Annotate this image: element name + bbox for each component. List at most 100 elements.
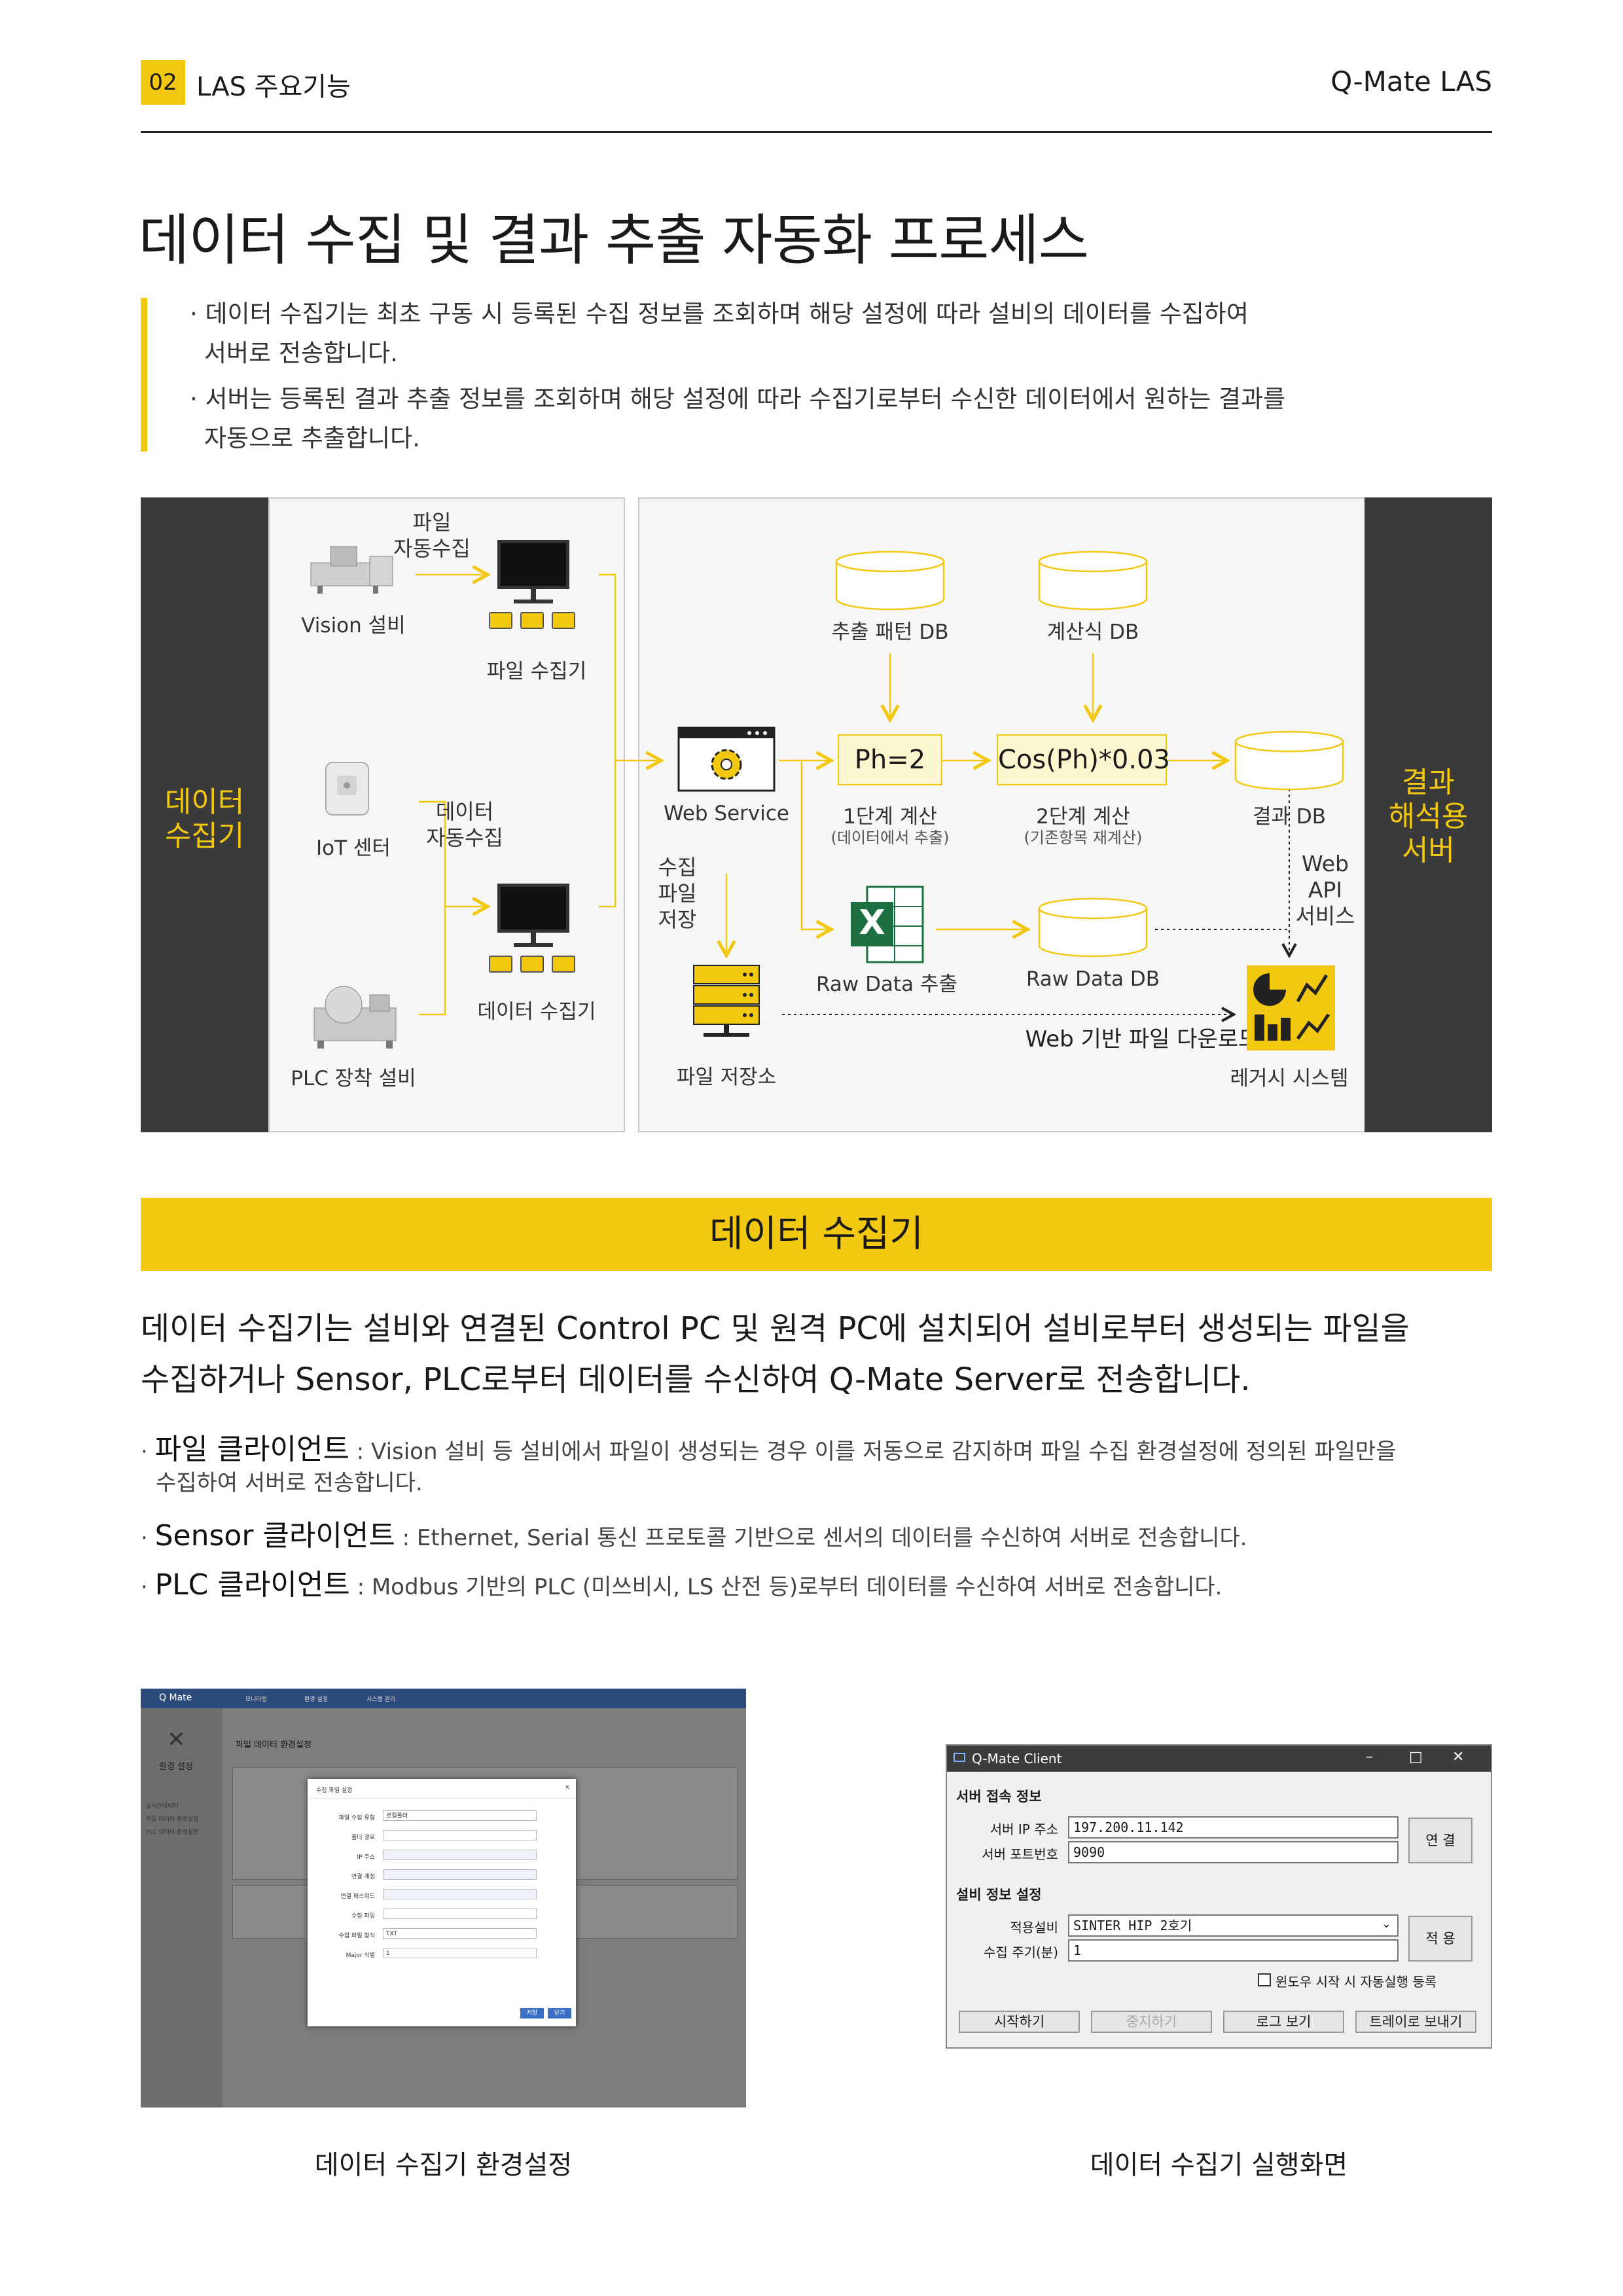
modal-field-label: 수집 파일 (351, 1913, 375, 1920)
group-equipment: 설비 정보 설정 (956, 1887, 1042, 1903)
group-server: 서버 접속 정보 (956, 1789, 1042, 1804)
maximize-icon[interactable]: □ (1409, 1749, 1423, 1765)
excel-icon (851, 886, 924, 963)
equipment-label: 적용설비 (1010, 1920, 1058, 1935)
intro-line: 서버로 전송합니다. (204, 339, 398, 367)
modal-field-input[interactable] (383, 1830, 537, 1840)
ip-input[interactable]: 197.200.11.142 (1068, 1816, 1399, 1839)
intro-line: · 데이터 수집기는 최초 구동 시 등록된 수집 정보를 조회하며 해당 설정… (190, 300, 1249, 328)
connect-button[interactable]: 연 결 (1408, 1818, 1472, 1863)
vision-label: Vision 설비 (301, 614, 406, 637)
view-log-button[interactable]: 로그 보기 (1223, 2011, 1344, 2033)
stop-button[interactable]: 중지하기 (1091, 2011, 1212, 2033)
page-title: 데이터 수집 및 결과 추출 자동화 프로세스 (139, 208, 1089, 272)
modal-field-input[interactable] (383, 1909, 537, 1919)
ip-label: 서버 IP 주소 (990, 1821, 1058, 1837)
iot-label: IoT 센터 (316, 836, 391, 860)
vision-equipment-image (310, 546, 393, 594)
bullet-plc-client: · PLC 클라이언트 : Modbus 기반의 PLC (미쓰비시, LS 산… (141, 1568, 1222, 1602)
start-button[interactable]: 시작하기 (959, 2011, 1080, 2033)
modal-field-select[interactable]: 로컬폴더 (383, 1810, 537, 1821)
formula-db-icon (1038, 550, 1148, 611)
bullet-continuation: 수집하여 서버로 전송합니다. (156, 1470, 423, 1496)
legacy-system-chart-icon (1247, 965, 1335, 1050)
bullet-sensor-client: · Sensor 클라이언트 : Ethernet, Serial 통신 프로토… (141, 1519, 1247, 1552)
file-storage-server-icon (693, 965, 760, 1037)
lead-line: 데이터 수집기는 설비와 연결된 Control PC 및 원격 PC에 설치되… (141, 1310, 1410, 1347)
nav-item[interactable]: 모니터링 (245, 1696, 268, 1703)
raw-db-icon (1038, 897, 1148, 958)
modal-field-input[interactable] (383, 1850, 537, 1860)
sidebar-item[interactable]: PLC 데이터 환경설정 (146, 1829, 199, 1836)
section-banner: 데이터 수집기 (141, 1198, 1492, 1271)
connector-lines (416, 497, 1492, 1132)
header-rule (141, 131, 1492, 133)
step2-label: 2단계 계산 (1036, 805, 1130, 829)
bullet-key: 파일 클라이언트 (154, 1433, 349, 1466)
modal-field-input[interactable] (383, 1889, 537, 1899)
step1-formula-box: Ph=2 (838, 734, 942, 785)
bullet-text: : Modbus 기반의 PLC (미쓰비시, LS 산전 등)로부터 데이터를… (349, 1574, 1222, 1600)
window-title: Q-Mate Client (972, 1751, 1062, 1767)
nav-item[interactable]: 시스템 관리 (366, 1696, 396, 1703)
folder-icon (520, 956, 544, 973)
plc-label: PLC 장착 설비 (291, 1067, 416, 1090)
cycle-input[interactable]: 1 (1068, 1939, 1399, 1962)
monitor-base (514, 600, 553, 603)
file-storage-label: 파일 저장소 (676, 1066, 777, 1089)
send-to-tray-button[interactable]: 트레이로 보내기 (1355, 2011, 1476, 2033)
modal-field-input[interactable] (383, 1869, 537, 1880)
autostart-checkbox[interactable] (1258, 1973, 1271, 1986)
page-heading: 파일 데이터 환경설정 (236, 1740, 312, 1750)
monitor-stand (531, 933, 536, 944)
app-icon (954, 1753, 965, 1762)
nav-item[interactable]: 환경 설정 (304, 1696, 328, 1703)
caption-config: 데이터 수집기 환경설정 (314, 2150, 573, 2180)
bullet-text: : Vision 설비 등 설비에서 파일이 생성되는 경우 이를 저동으로 감… (349, 1439, 1397, 1465)
legacy-label: 레거시 시스템 (1230, 1067, 1349, 1090)
equipment-select[interactable]: SINTER HIP 2호기 (1068, 1914, 1399, 1937)
lead-line: 수집하거나 Sensor, PLC로부터 데이터를 수신하여 Q-Mate Se… (141, 1361, 1251, 1398)
chevron-down-icon[interactable]: ⌄ (1382, 1917, 1392, 1931)
plc-equipment-image (313, 986, 397, 1049)
modal-close-button[interactable]: 닫기 (548, 2008, 571, 2018)
window-titlebar (947, 1746, 1491, 1772)
file-collector-label: 파일 수집기 (486, 660, 587, 683)
collector-client-window: Q-Mate Client – □ ✕ 서버 접속 정보 서버 IP 주소 19… (946, 1744, 1492, 2049)
modal-field-label: IP 주소 (357, 1854, 375, 1861)
close-icon[interactable]: ✕ (1452, 1749, 1465, 1765)
brand-name: Q-Mate LAS (1330, 65, 1492, 98)
apply-button[interactable]: 적 용 (1408, 1916, 1472, 1962)
pattern-db-label: 추출 패턴 DB (831, 620, 949, 644)
raw-db-label: Raw Data DB (1026, 967, 1160, 991)
modal-save-button[interactable]: 저장 (520, 2008, 544, 2018)
formula-db-label: 계산식 DB (1046, 620, 1139, 644)
port-input[interactable]: 9090 (1068, 1841, 1399, 1863)
folder-icon (489, 956, 512, 973)
bullet-text: : Ethernet, Serial 통신 프로토콜 기반으로 센서의 데이터를… (395, 1525, 1247, 1551)
modal-title: 수집 파일 설정 (316, 1787, 353, 1794)
modal-field-label: 연결 패스워드 (340, 1893, 375, 1900)
folder-icons (489, 612, 575, 629)
result-db-label: 결과 DB (1252, 805, 1327, 829)
minimize-icon[interactable]: – (1366, 1749, 1373, 1765)
server-panel (638, 497, 1366, 1132)
intro-accent-bar (141, 298, 147, 452)
bullet-file-client: · 파일 클라이언트 : Vision 설비 등 설비에서 파일이 생성되는 경… (141, 1433, 1397, 1466)
sidebar-item[interactable]: 파일 데이터 환경설정 (146, 1816, 199, 1823)
bullet-key: Sensor 클라이언트 (154, 1519, 395, 1552)
iot-sensor-image (325, 762, 369, 816)
modal-field-select[interactable]: TXT (383, 1928, 537, 1939)
sidebar-item[interactable]: 실시간데이터 (146, 1803, 179, 1810)
monitor-icon (497, 884, 569, 933)
caption-client: 데이터 수집기 실행화면 (1090, 2150, 1348, 2180)
folder-icon (552, 956, 575, 973)
modal-close-icon[interactable]: × (565, 1784, 570, 1791)
modal-field-select[interactable]: 1 (383, 1948, 537, 1958)
data-collector-label: 데이터 수집기 (477, 1000, 596, 1024)
result-db-icon (1234, 730, 1344, 791)
